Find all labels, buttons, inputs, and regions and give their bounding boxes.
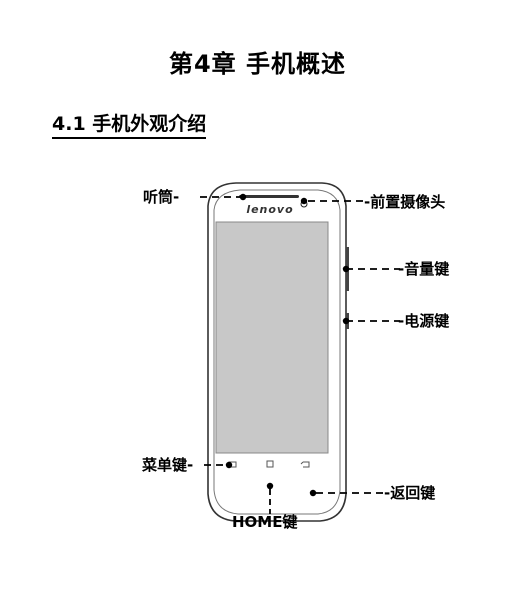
label-menu-key: 菜单键-	[142, 456, 194, 474]
earpiece-slot	[239, 195, 299, 198]
phone-bezel	[213, 189, 341, 515]
label-home-key: HOME键	[232, 513, 298, 531]
label-power-key: -电源键	[398, 312, 450, 330]
label-volume-key: -音量键	[398, 260, 450, 278]
label-back-key: -返回键	[384, 484, 436, 502]
brand-logo: lenovo	[246, 203, 293, 216]
home-key-icon	[266, 460, 274, 468]
section-title: 4.1 手机外观介绍	[52, 112, 207, 139]
label-front-camera: -前置摄像头	[364, 193, 446, 211]
back-key-icon	[300, 461, 310, 468]
chapter-title: 第4章 手机概述	[168, 50, 347, 78]
screen	[215, 221, 329, 454]
label-earpiece: 听筒-	[143, 188, 180, 206]
